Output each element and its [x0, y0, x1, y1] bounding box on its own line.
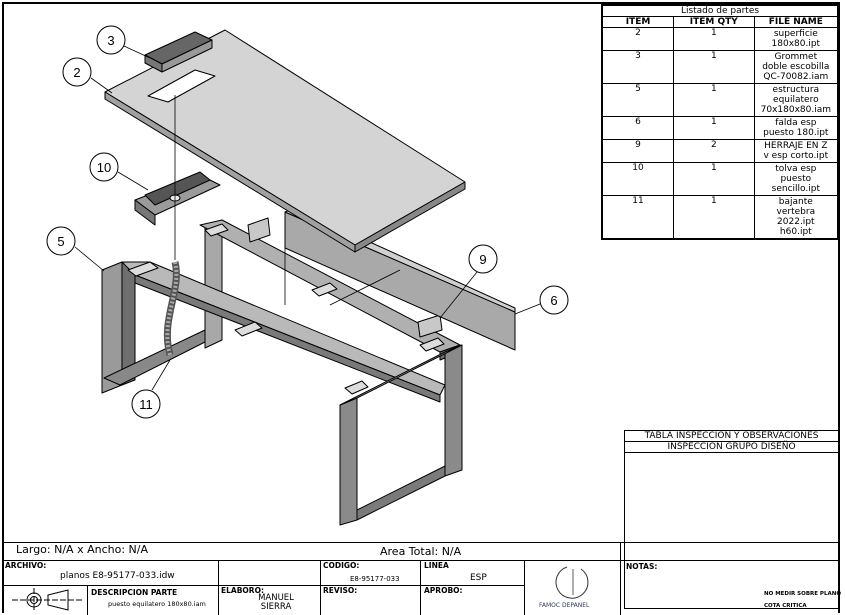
balloon-10: 10 [89, 152, 119, 182]
linea-label: LINEA [424, 561, 449, 570]
area-total: Area Total: N/A [380, 545, 462, 558]
note-no-medir: NO MEDIR SOBRE PLANO [764, 591, 841, 597]
linea-value: ESP [470, 573, 487, 583]
elaboro-value: MANUEL SIERRA [258, 593, 294, 612]
grommet-cutout [147, 69, 216, 103]
inspection-table: TABLA INSPECCION Y OBSERVACIONES INSPECC… [624, 430, 839, 609]
inspection-subtitle: INSPECCION GRUPO DISEÑO [624, 441, 839, 453]
header-qty: ITEM QTY [673, 16, 755, 28]
balloon-9: 9 [468, 244, 498, 274]
cell-qty: 1 [673, 116, 755, 140]
archivo-value: planos E8-95177-033.idw [60, 571, 175, 581]
header-item: ITEM [601, 16, 675, 28]
balloons: 3 2 10 5 9 6 11 [46, 25, 569, 419]
svg-text:9: 9 [479, 252, 486, 267]
notas-label: NOTAS: [626, 562, 658, 571]
elaboro-label: ELABORO: [221, 586, 264, 595]
cell-file: Grommet doble escobilla QC-70082.iam [753, 50, 839, 84]
cell-item: 11 [601, 195, 675, 240]
balloon-11: 11 [131, 389, 161, 419]
svg-text:5: 5 [57, 234, 64, 249]
cell-qty: 1 [673, 195, 755, 240]
svg-text:3: 3 [107, 33, 114, 48]
cell-file: falda esp puesto 180.ipt [753, 116, 839, 140]
codigo-label: CODIGO: [323, 561, 360, 570]
reviso-label: REVISO: [323, 586, 358, 595]
header-file: FILE NAME [753, 16, 839, 28]
aprobo-label: APROBO: [424, 586, 463, 595]
cell-item: 6 [601, 116, 675, 140]
cell-item: 3 [601, 50, 675, 84]
cell-item: 10 [601, 162, 675, 196]
cell-qty: 2 [673, 139, 755, 163]
company-logo: FAMOC DEPANEL [525, 561, 620, 615]
cell-file: tolva esp puesto sencillo.ipt [753, 162, 839, 196]
cell-file: estructura equilatero 70x180x80.iam [753, 83, 839, 117]
note-cota-critica: COTA CRITICA [764, 603, 807, 609]
projection-symbol-icon [12, 588, 84, 612]
cell-item: 9 [601, 139, 675, 163]
cell-file: HERRAJE EN Z v esp corto.ipt [753, 139, 839, 163]
balloon-3: 3 [96, 25, 126, 55]
frame-structure [101, 219, 463, 526]
codigo-value: E8-95177-033 [350, 575, 400, 583]
cell-file: superficie 180x80.ipt [753, 27, 839, 51]
balloon-6: 6 [539, 285, 569, 315]
descripcion-value: puesto equilatero 180x80.iam [108, 600, 206, 608]
svg-text:2: 2 [73, 65, 80, 80]
cell-file: bajante vertebra 2022.ipt h60.ipt [753, 195, 839, 240]
archivo-label: ARCHIVO: [5, 561, 47, 570]
svg-text:6: 6 [550, 293, 557, 308]
inspection-body [624, 452, 839, 609]
balloon-2: 2 [62, 57, 92, 87]
cell-qty: 1 [673, 50, 755, 84]
logo-mark-icon [555, 566, 589, 599]
cell-item: 2 [601, 27, 675, 51]
largo-ancho: Largo: N/A x Ancho: N/A [16, 543, 148, 556]
cell-qty: 1 [673, 83, 755, 117]
svg-text:10: 10 [97, 160, 111, 175]
cell-qty: 1 [673, 27, 755, 51]
cell-item: 5 [601, 83, 675, 117]
parts-list-table: Listado de partes ITEM ITEM QTY FILE NAM… [601, 4, 839, 240]
balloon-5: 5 [46, 226, 76, 256]
inspection-title: TABLA INSPECCION Y OBSERVACIONES [624, 430, 839, 442]
logo-text: FAMOC DEPANEL [539, 602, 590, 609]
descripcion-label: DESCRIPCION PARTE [91, 588, 178, 597]
cell-qty: 1 [673, 162, 755, 196]
parts-list-title: Listado de partes [601, 4, 839, 17]
svg-text:11: 11 [139, 397, 153, 412]
